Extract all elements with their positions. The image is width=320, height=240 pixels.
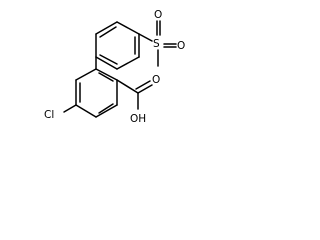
bond	[95, 21, 118, 35]
carboxylic-acid-group: O OH	[116, 74, 160, 125]
sulfonyl-oxygen-right-label: O	[177, 40, 185, 52]
double-bond-inner	[99, 26, 117, 38]
bond	[95, 68, 118, 81]
methylsulfonyl-group: S O O	[138, 9, 185, 67]
bond	[95, 104, 118, 118]
c-cl-bond	[63, 104, 77, 113]
chlorine-label: Cl	[44, 109, 54, 121]
bond	[116, 56, 140, 70]
bond	[116, 21, 140, 35]
bond	[75, 104, 97, 118]
double-bond-inner	[98, 103, 114, 114]
upper-ring	[95, 21, 140, 70]
c-cooh-bond	[116, 79, 139, 94]
lower-ring	[75, 68, 118, 118]
double-bond-inner	[98, 72, 114, 82]
bond	[95, 56, 118, 70]
double-bond-inner	[99, 54, 118, 65]
hydroxyl-label: OH	[130, 113, 146, 125]
carbonyl-oxygen-label: O	[152, 74, 160, 86]
c-o-double-bond-inner	[135, 80, 151, 90]
chemical-structure: Cl O OH S O O	[44, 9, 185, 125]
bond	[75, 68, 97, 81]
sulfur-label: S	[153, 38, 160, 50]
c-s-bond	[138, 33, 153, 42]
c-o-double-bond	[137, 84, 153, 94]
sulfonyl-oxygen-top-label: O	[154, 9, 162, 21]
